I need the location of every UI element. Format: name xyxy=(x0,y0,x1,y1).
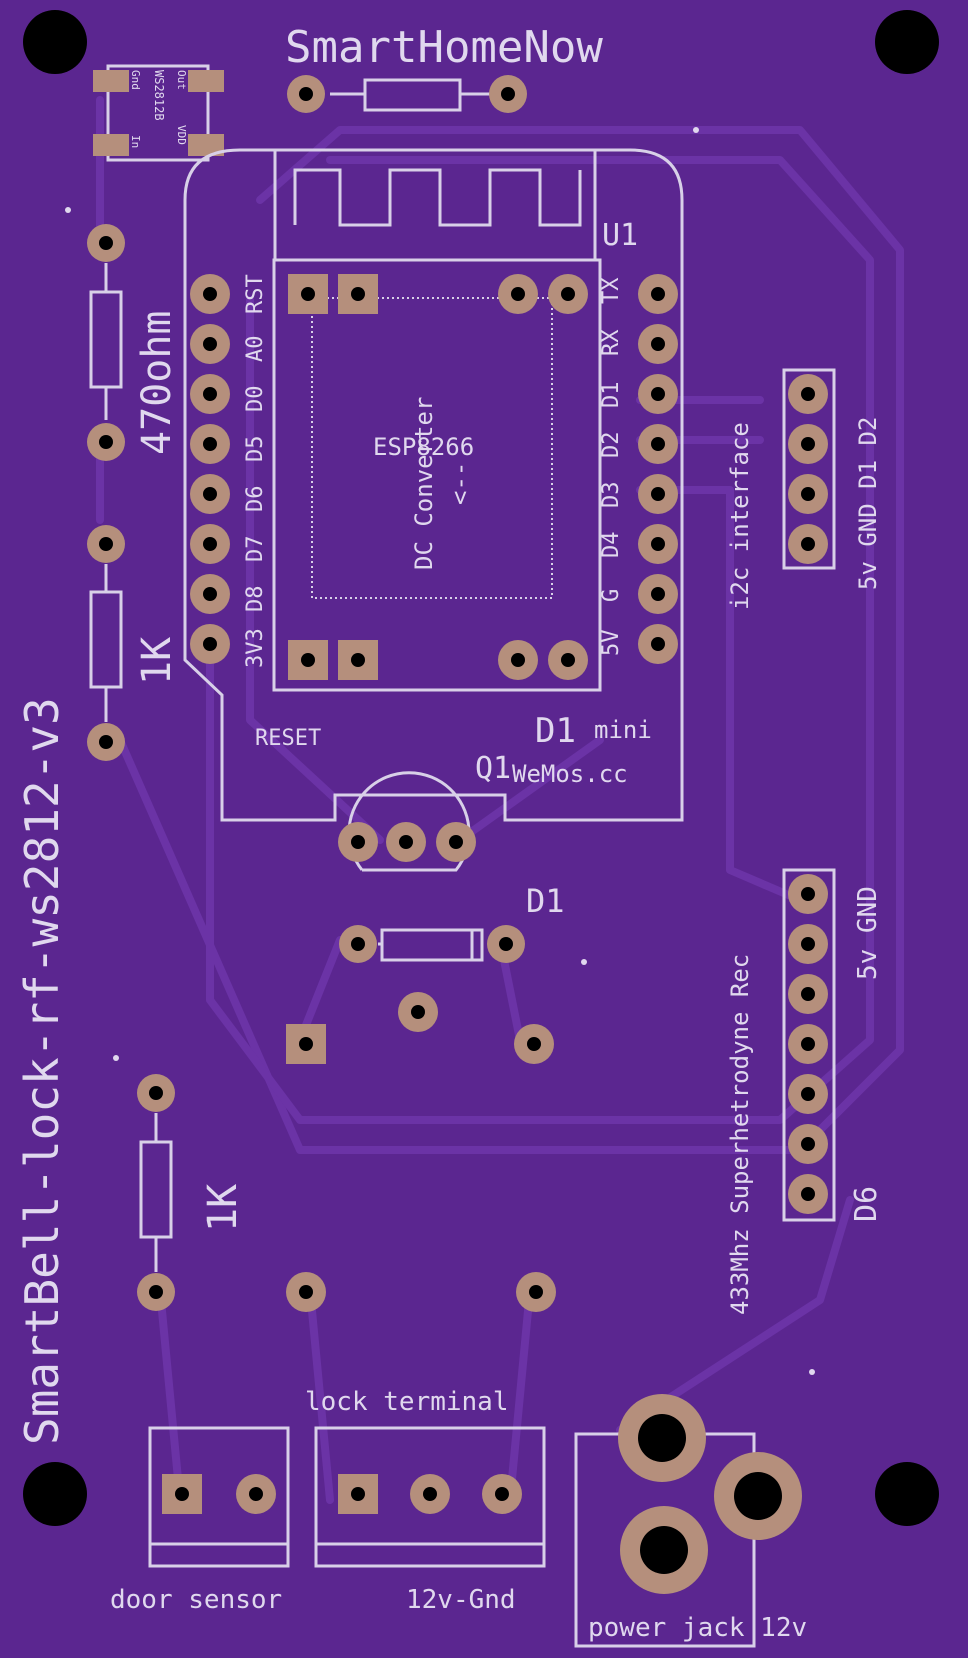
board-name-label: SmartBell-lock-rf-ws2812-v3 xyxy=(15,697,69,1445)
pin-label-right: RX xyxy=(599,329,624,356)
fiducial-dots xyxy=(65,127,815,1375)
right-header-pads xyxy=(638,274,678,664)
brand-label: SmartHomeNow xyxy=(285,22,603,73)
power-12v-gnd-label: 12v-Gnd xyxy=(406,1585,516,1615)
led-vdd-label: VDD xyxy=(175,125,188,145)
rf-receiver-header: 433Mhz Superhetrodyne Rec 5v GND D6 xyxy=(726,868,884,1315)
left-pin-labels: RST A0 D0 D5 D6 D7 D8 3V3 xyxy=(243,274,268,668)
mini-label: mini xyxy=(594,716,652,744)
transistor-q1 xyxy=(338,771,476,872)
power-jack-label: power jack 12v xyxy=(588,1613,807,1643)
mounting-hole-bottom-right xyxy=(875,1462,939,1526)
door-sensor-label: door sensor xyxy=(110,1585,282,1615)
dc-converter-label: DC Converter xyxy=(410,397,438,570)
left-header-pads xyxy=(190,274,230,664)
door-sensor-terminal: door sensor xyxy=(110,1426,290,1615)
pin-label-right: D2 xyxy=(599,432,624,459)
pin-label-left: D8 xyxy=(243,586,268,613)
q1-label: Q1 xyxy=(475,751,511,786)
pin-label-left: D6 xyxy=(243,486,268,513)
wemos-label: WeMos.cc xyxy=(512,760,628,788)
mounting-holes xyxy=(23,10,939,1526)
esp8266-label: ESP8266 xyxy=(373,433,474,461)
pin-label-right: D4 xyxy=(599,532,624,559)
res-470ohm-label: 470ohm xyxy=(134,311,180,456)
i2c-header: i2c interface 5v GND D1 D2 xyxy=(726,368,882,610)
esp8266-chip-outline xyxy=(272,258,602,692)
dc-arrow-label: <-- xyxy=(446,462,474,505)
right-pin-labels: TX RX D1 D2 D3 D4 G 5V xyxy=(599,277,624,656)
d1-label: D1 xyxy=(535,711,576,751)
pin-label-left: D5 xyxy=(243,436,268,463)
lock-terminal: lock terminal 12v-Gnd xyxy=(305,1387,546,1615)
rf-pins-top-label: 5v GND xyxy=(853,886,883,980)
pin-label-right: TX xyxy=(599,277,624,304)
ws2812b-led: Out Gnd WS2812B VDD In xyxy=(93,64,224,162)
rf-pin-d6-label: D6 xyxy=(849,1186,884,1222)
res-1k-bottom-label: 1K xyxy=(200,1184,246,1232)
resistor-1k-bottom: 1K xyxy=(137,1074,246,1311)
lock-terminal-label: lock terminal xyxy=(305,1387,509,1417)
relay-pads xyxy=(286,992,556,1312)
i2c-label: i2c interface xyxy=(726,422,754,610)
i2c-pins-label: 5v GND D1 D2 xyxy=(854,417,882,590)
rf-module-label: 433Mhz Superhetrodyne Rec xyxy=(726,954,754,1315)
mounting-hole-top-left xyxy=(23,10,87,74)
mounting-hole-bottom-left xyxy=(23,1462,87,1526)
diode-d1: D1 xyxy=(339,882,565,963)
pin-label-right: D1 xyxy=(599,382,624,409)
led-gnd-label: Gnd xyxy=(129,70,142,90)
led-part-label: WS2812B xyxy=(152,70,166,121)
led-out-label: Out xyxy=(175,70,188,90)
pin-label-right: G xyxy=(599,589,624,602)
top-resistor xyxy=(287,75,527,113)
resistor-470ohm: 470ohm xyxy=(87,224,180,461)
diode-label: D1 xyxy=(526,882,565,920)
power-jack: power jack 12v xyxy=(574,1394,807,1648)
pin-label-left: D7 xyxy=(243,536,268,563)
wemos-d1-mini-module: U1 ESP8266 DC Converter <-- RESET D1 min… xyxy=(183,148,684,822)
pin-label-left: D0 xyxy=(243,386,268,413)
reset-label: RESET xyxy=(255,726,321,751)
pin-label-left: RST xyxy=(243,274,268,314)
pin-label-left: 3V3 xyxy=(243,628,268,668)
res-1k-top-label: 1K xyxy=(134,637,180,685)
pin-label-right: D3 xyxy=(599,482,624,509)
module-ref-label: U1 xyxy=(602,218,638,253)
pin-label-right: 5V xyxy=(599,630,624,657)
led-in-label: In xyxy=(129,135,142,148)
resistor-1k-top: 1K xyxy=(87,525,180,761)
pin-label-left: A0 xyxy=(243,336,268,363)
mounting-hole-top-right xyxy=(875,10,939,74)
